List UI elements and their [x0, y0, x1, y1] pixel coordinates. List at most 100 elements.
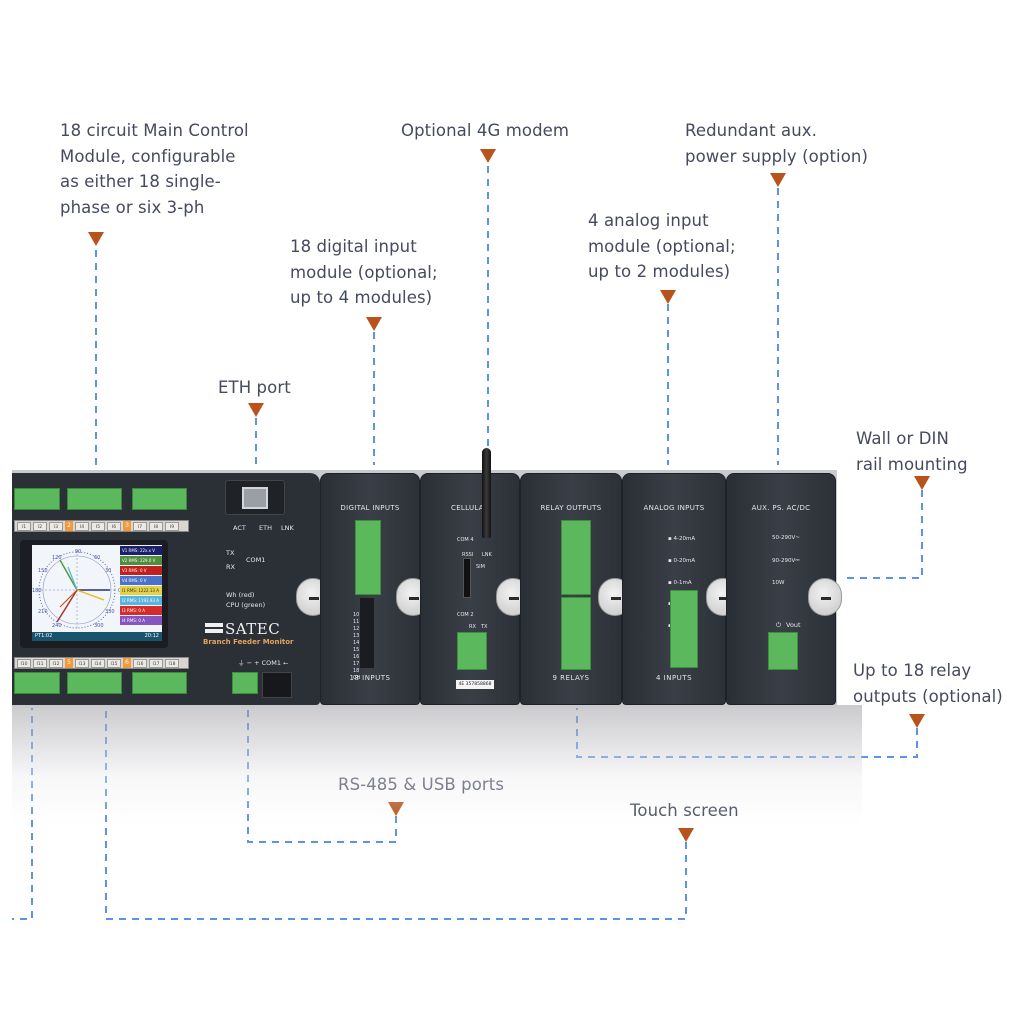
- callout-4g-modem: Optional 4G modem: [401, 121, 570, 140]
- marker-analog-input-module: [660, 290, 676, 304]
- callout-digital-input-module: 18 digital input module (optional; up to…: [290, 237, 438, 307]
- circuit-label: I12: [49, 658, 63, 668]
- com2-terminal[interactable]: [457, 632, 487, 670]
- module-title: DIGITAL INPUTS: [340, 504, 400, 512]
- com1-tx-label: TX: [226, 549, 235, 557]
- rs485-terminal[interactable]: [232, 672, 258, 694]
- angle-label: 150: [38, 568, 48, 574]
- cpu-led-label: CPU (green): [226, 601, 266, 609]
- aux-ps-terminal[interactable]: [768, 632, 798, 670]
- relay-terminal-lower[interactable]: [561, 597, 591, 670]
- cellular-label-rssi: RSSI: [462, 552, 474, 558]
- sim-slot[interactable]: [463, 558, 471, 598]
- eth-label-eth: ETH: [259, 524, 272, 532]
- circuit-label: I15: [107, 658, 121, 668]
- terminal-block-bottom-3: [132, 672, 187, 694]
- rj45-jack: [242, 487, 268, 509]
- module-footer: 4 INPUTS: [655, 674, 693, 682]
- screen-reading-i1: I1 RMS: 1222.13 A: [120, 586, 162, 595]
- angle-label: 30: [105, 568, 111, 574]
- circuit-label: I11: [33, 658, 47, 668]
- marker-touch-screen: [678, 828, 694, 842]
- angle-label: 240: [52, 623, 62, 629]
- relay-terminal-upper[interactable]: [561, 520, 591, 595]
- screen-reading-i4: I4 RMS: 0 A: [120, 616, 162, 625]
- group-number: 3: [123, 521, 131, 531]
- eth-label-lnk: LNK: [281, 524, 294, 532]
- terminal-block-top-2: [67, 488, 122, 510]
- product-name: Branch Feeder Monitor: [203, 638, 294, 646]
- aux-ps-ratings: 50-290V~ 90-290V⎓ 10W: [772, 535, 800, 586]
- wh-led-label: Wh (red): [226, 591, 255, 599]
- eth-port[interactable]: [225, 480, 285, 515]
- terminal-block-top-1: [14, 488, 60, 510]
- digital-input-label-strip: [360, 598, 374, 668]
- screen-reading-i2: I2 RMS: 1193.93 A: [120, 596, 162, 605]
- terminal-block-top-3: [132, 488, 187, 510]
- module-title: AUX. PS. AC/DC: [751, 504, 811, 512]
- circuit-label: I16: [133, 658, 147, 668]
- callout-main-control-module: 18 circuit Main Control Module, configur…: [60, 121, 249, 217]
- cellular-label-com2: COM 2: [457, 612, 474, 618]
- device-reflection: [12, 705, 862, 825]
- screen-reading-v1: V1 RMS: 22x.x V: [120, 546, 162, 555]
- module-title: CELLULAR: [451, 504, 489, 512]
- cellular-label-rx: RX: [469, 624, 476, 630]
- angle-label: 60: [94, 555, 100, 561]
- group-number: 2: [65, 521, 73, 531]
- angle-label: 300: [94, 623, 104, 629]
- com1-label: COM1: [246, 556, 266, 564]
- callout-wall-din-mounting: Wall or DIN rail mounting: [856, 429, 968, 474]
- phasor-diagram: 90 0 180 270 60 30 120 150 210 240 300 3…: [32, 549, 121, 638]
- circuit-label: I2: [33, 521, 47, 531]
- antenna: [482, 448, 491, 538]
- phasor-i3: [59, 589, 78, 608]
- leader-wall-din: [842, 490, 923, 579]
- circuit-label: I5: [91, 521, 105, 531]
- com1-rx-label: RX: [226, 563, 235, 571]
- angle-label: 90: [75, 549, 81, 555]
- aux-ps-vout-label: Vout: [786, 621, 801, 629]
- cellular-label-sim: SIM: [476, 564, 485, 570]
- eth-label-act: ACT: [233, 524, 246, 532]
- module-title: ANALOG INPUTS: [643, 504, 705, 512]
- circuit-label: I10: [17, 658, 31, 668]
- screen-reading-v4: V4 RMS: 0 V: [120, 576, 162, 585]
- marker-relay-outputs: [909, 714, 925, 728]
- marker-main-control-module: [88, 232, 104, 246]
- usb-port[interactable]: [262, 672, 292, 698]
- marker-redundant-aux-power: [770, 173, 786, 187]
- satec-logo-icon: [205, 623, 223, 633]
- screen-reading-v2: V2 RMS: 229.0 V: [120, 556, 162, 565]
- screen-reading-i3: I3 RMS: 0 A: [120, 606, 162, 615]
- serial-barcode: 4E 357858868: [456, 680, 494, 689]
- terminal-block-bottom-1: [14, 672, 60, 694]
- cellular-label-com4: COM 4: [457, 537, 474, 543]
- screen-status-right: 20:12: [144, 633, 159, 639]
- module-title: RELAY OUTPUTS: [540, 504, 602, 512]
- screen-status-bar: PT1:02 20:12: [32, 632, 162, 641]
- callout-relay-outputs: Up to 18 relay outputs (optional): [853, 661, 1003, 706]
- circuit-label: I17: [149, 658, 163, 668]
- screen-status-left: PT1:02: [35, 633, 53, 639]
- phasor-v3: [56, 589, 78, 623]
- callout-analog-input-module: 4 analog input module (optional; up to 2…: [588, 211, 736, 281]
- circuit-label: I7: [133, 521, 147, 531]
- cellular-label-tx: TX: [481, 624, 488, 630]
- circuit-label-strip-bottom: I10 I11 I12 5 I13 I14 I15 6 I16 I17 I18: [14, 657, 189, 669]
- circuit-label: I14: [91, 658, 105, 668]
- circuit-label: I1: [17, 521, 31, 531]
- circuit-label: I18: [165, 658, 179, 668]
- analog-input-terminal[interactable]: [670, 590, 698, 668]
- angle-label: 330: [105, 609, 115, 615]
- marker-eth-port: [248, 403, 264, 417]
- latch-aux-ps[interactable]: [808, 578, 842, 616]
- com1-port-label: ⏚ − + COM1 ⭠: [238, 659, 289, 667]
- cellular-label-lnk: LNK: [482, 552, 492, 558]
- aux-ps-power-led-label: ⏻: [776, 621, 782, 629]
- angle-label: 210: [38, 609, 48, 615]
- digital-input-terminal[interactable]: [355, 520, 381, 595]
- angle-label: 180: [32, 588, 42, 594]
- circuit-label: I13: [75, 658, 89, 668]
